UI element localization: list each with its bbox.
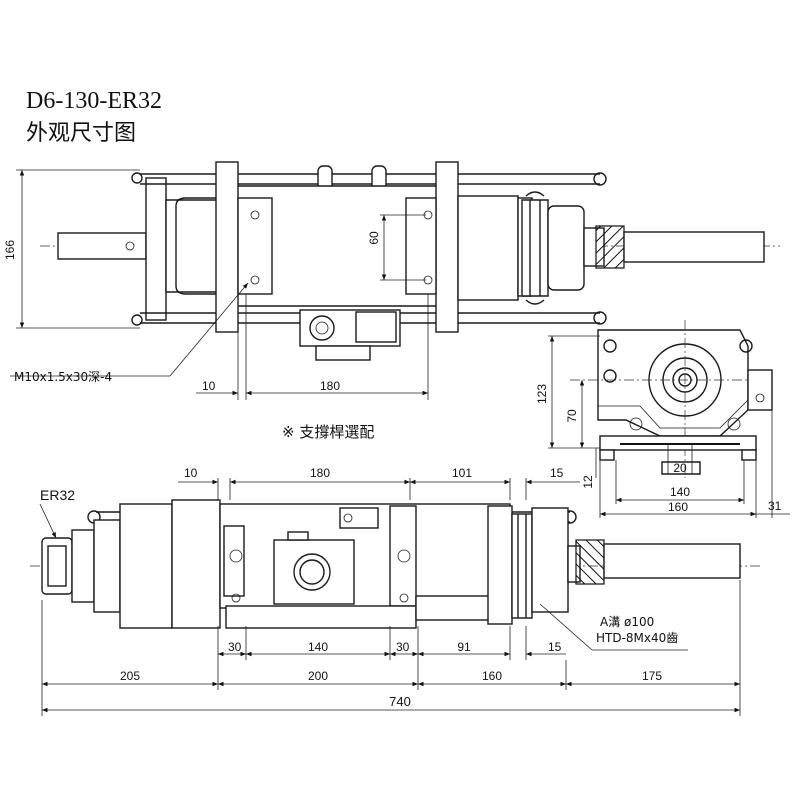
collet-label: ER32	[40, 487, 75, 503]
dim-overall-175: 175	[642, 669, 662, 683]
dim-total-740: 740	[389, 694, 411, 709]
note-support: ※ 支撐桿選配	[282, 423, 374, 441]
callout-thread: M10x1.5x30深-4	[14, 370, 112, 384]
dim-31: 31	[768, 499, 782, 513]
dim-20: 20	[673, 461, 687, 475]
top-view: 166 60 M10x1.5x30深-4 10 180	[3, 161, 780, 400]
title-model: D6-130-ER32	[26, 88, 162, 114]
dim-overall-200: 200	[308, 669, 328, 683]
pulley-label-1: A溝 ø100	[600, 615, 654, 629]
front-view: 10 180 101 15 ER32	[30, 466, 760, 716]
dim-12: 12	[581, 475, 595, 489]
dim-10-top: 10	[202, 379, 216, 393]
title-subtitle: 外观尺寸图	[26, 121, 136, 146]
dim-bottom-91: 91	[457, 640, 471, 654]
pulley-label-2: HTD-8Mx40齒	[596, 631, 678, 645]
dim-overall-205: 205	[120, 669, 140, 683]
dim-70: 70	[565, 409, 579, 423]
dim-166: 166	[3, 240, 17, 260]
dim-bottom-15: 15	[548, 640, 562, 654]
side-view: 123 70 12 20 140 160 31	[535, 320, 790, 518]
dim-160: 160	[668, 500, 688, 514]
dim-top-101: 101	[452, 466, 472, 480]
dim-overall-160: 160	[482, 669, 502, 683]
dim-top-10: 10	[184, 466, 198, 480]
dim-bottom-140: 140	[308, 640, 328, 654]
dim-bottom-30a: 30	[228, 640, 242, 654]
dim-60: 60	[367, 231, 381, 245]
dim-180-top: 180	[320, 379, 340, 393]
dim-140: 140	[670, 485, 690, 499]
dim-123: 123	[535, 384, 549, 404]
dim-top-180: 180	[310, 466, 330, 480]
dim-bottom-30b: 30	[396, 640, 410, 654]
dim-top-15: 15	[550, 466, 564, 480]
